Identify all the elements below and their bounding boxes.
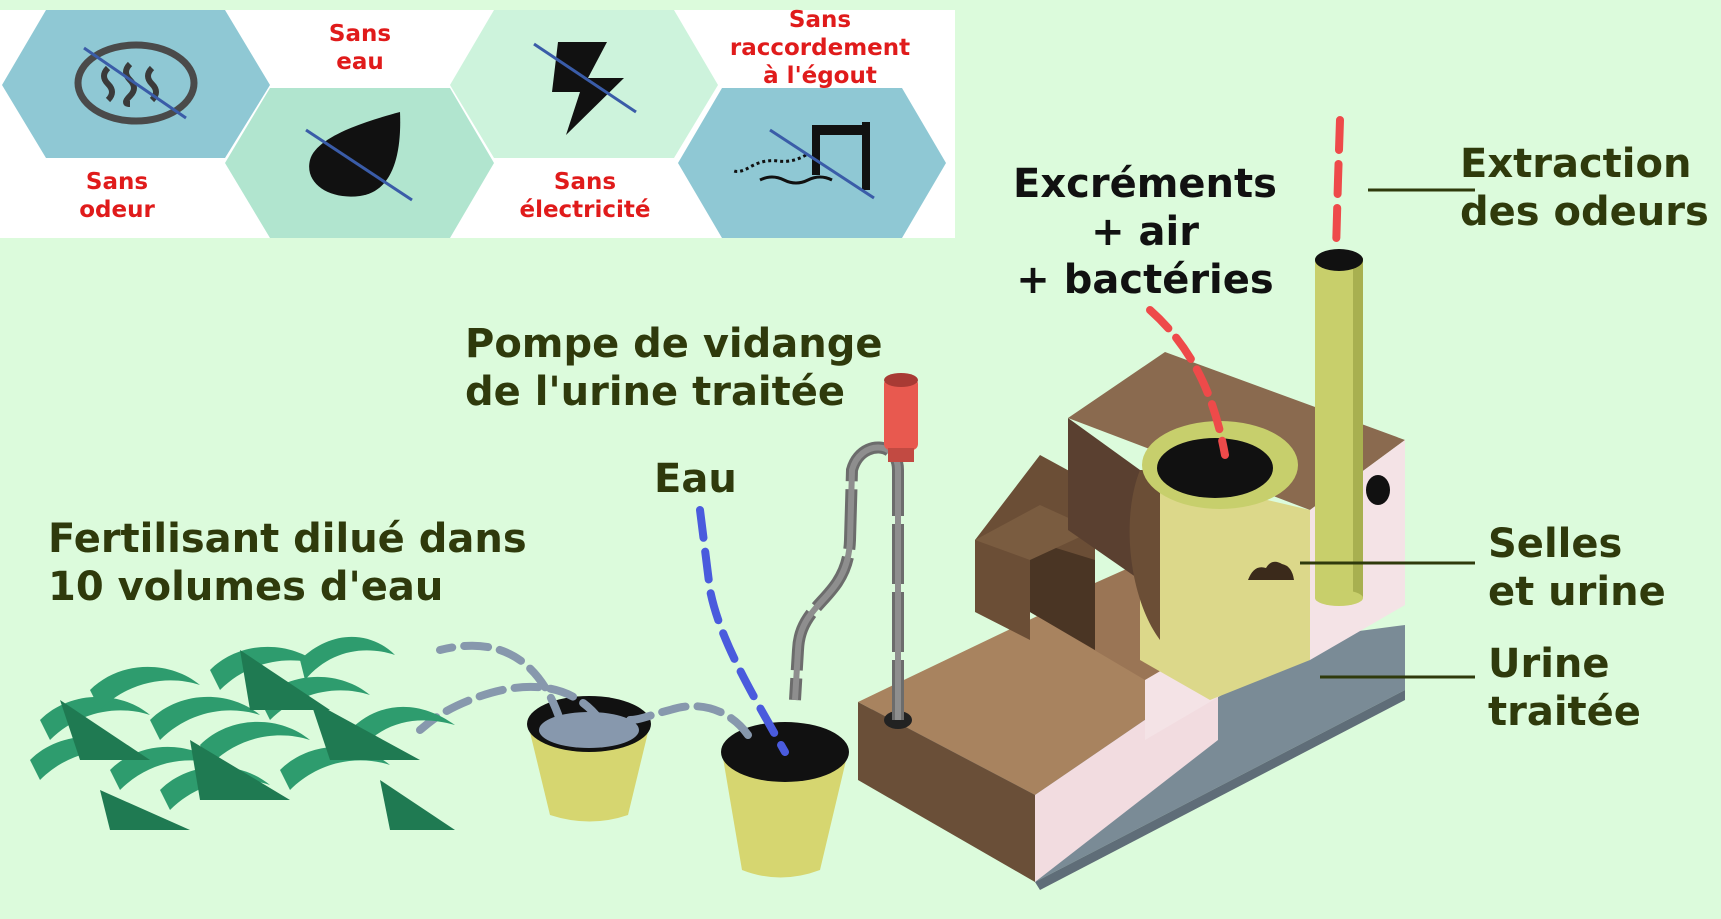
no-odour-icon <box>74 41 198 125</box>
label-excrements-air-bacteria: Excréments + air + bactéries <box>1013 161 1277 303</box>
urine-drain-pump <box>789 373 918 720</box>
odour-extraction-flow-line <box>1332 116 1344 254</box>
odour-extraction-vent-pipe <box>1315 249 1363 606</box>
feature-label-sewer: Sans raccordement à l'égout <box>729 7 911 89</box>
label-diluted-fertiliser: Fertilisant dilué dans 10 volumes d'eau <box>48 516 527 610</box>
label-treated-urine: Urine traitée <box>1488 641 1641 735</box>
feature-label-electricity: Sans électricité <box>519 169 651 223</box>
no-electricity-bolt-icon <box>533 42 637 135</box>
fertilised-plants <box>30 636 455 830</box>
label-water: Eau <box>654 456 737 502</box>
fertiliser-to-plants-flow-line-upper <box>436 641 564 724</box>
no-water-drop-icon <box>305 112 413 202</box>
urine-to-bucket-flow-line <box>626 702 752 739</box>
no-sewer-connection-icon <box>733 122 875 200</box>
label-odour-extraction: Extraction des odeurs <box>1460 141 1709 235</box>
water-flow-line <box>696 506 789 756</box>
diluted-fertiliser-bucket <box>527 696 651 822</box>
label-faeces-and-urine: Selles et urine <box>1488 521 1666 615</box>
excreta-input-flow-line <box>1146 306 1229 459</box>
label-urine-drain-pump: Pompe de vidange de l'urine traitée <box>465 321 883 415</box>
feature-label-water: Sans eau <box>328 21 392 75</box>
feature-label-odour: Sans odeur <box>79 169 155 223</box>
